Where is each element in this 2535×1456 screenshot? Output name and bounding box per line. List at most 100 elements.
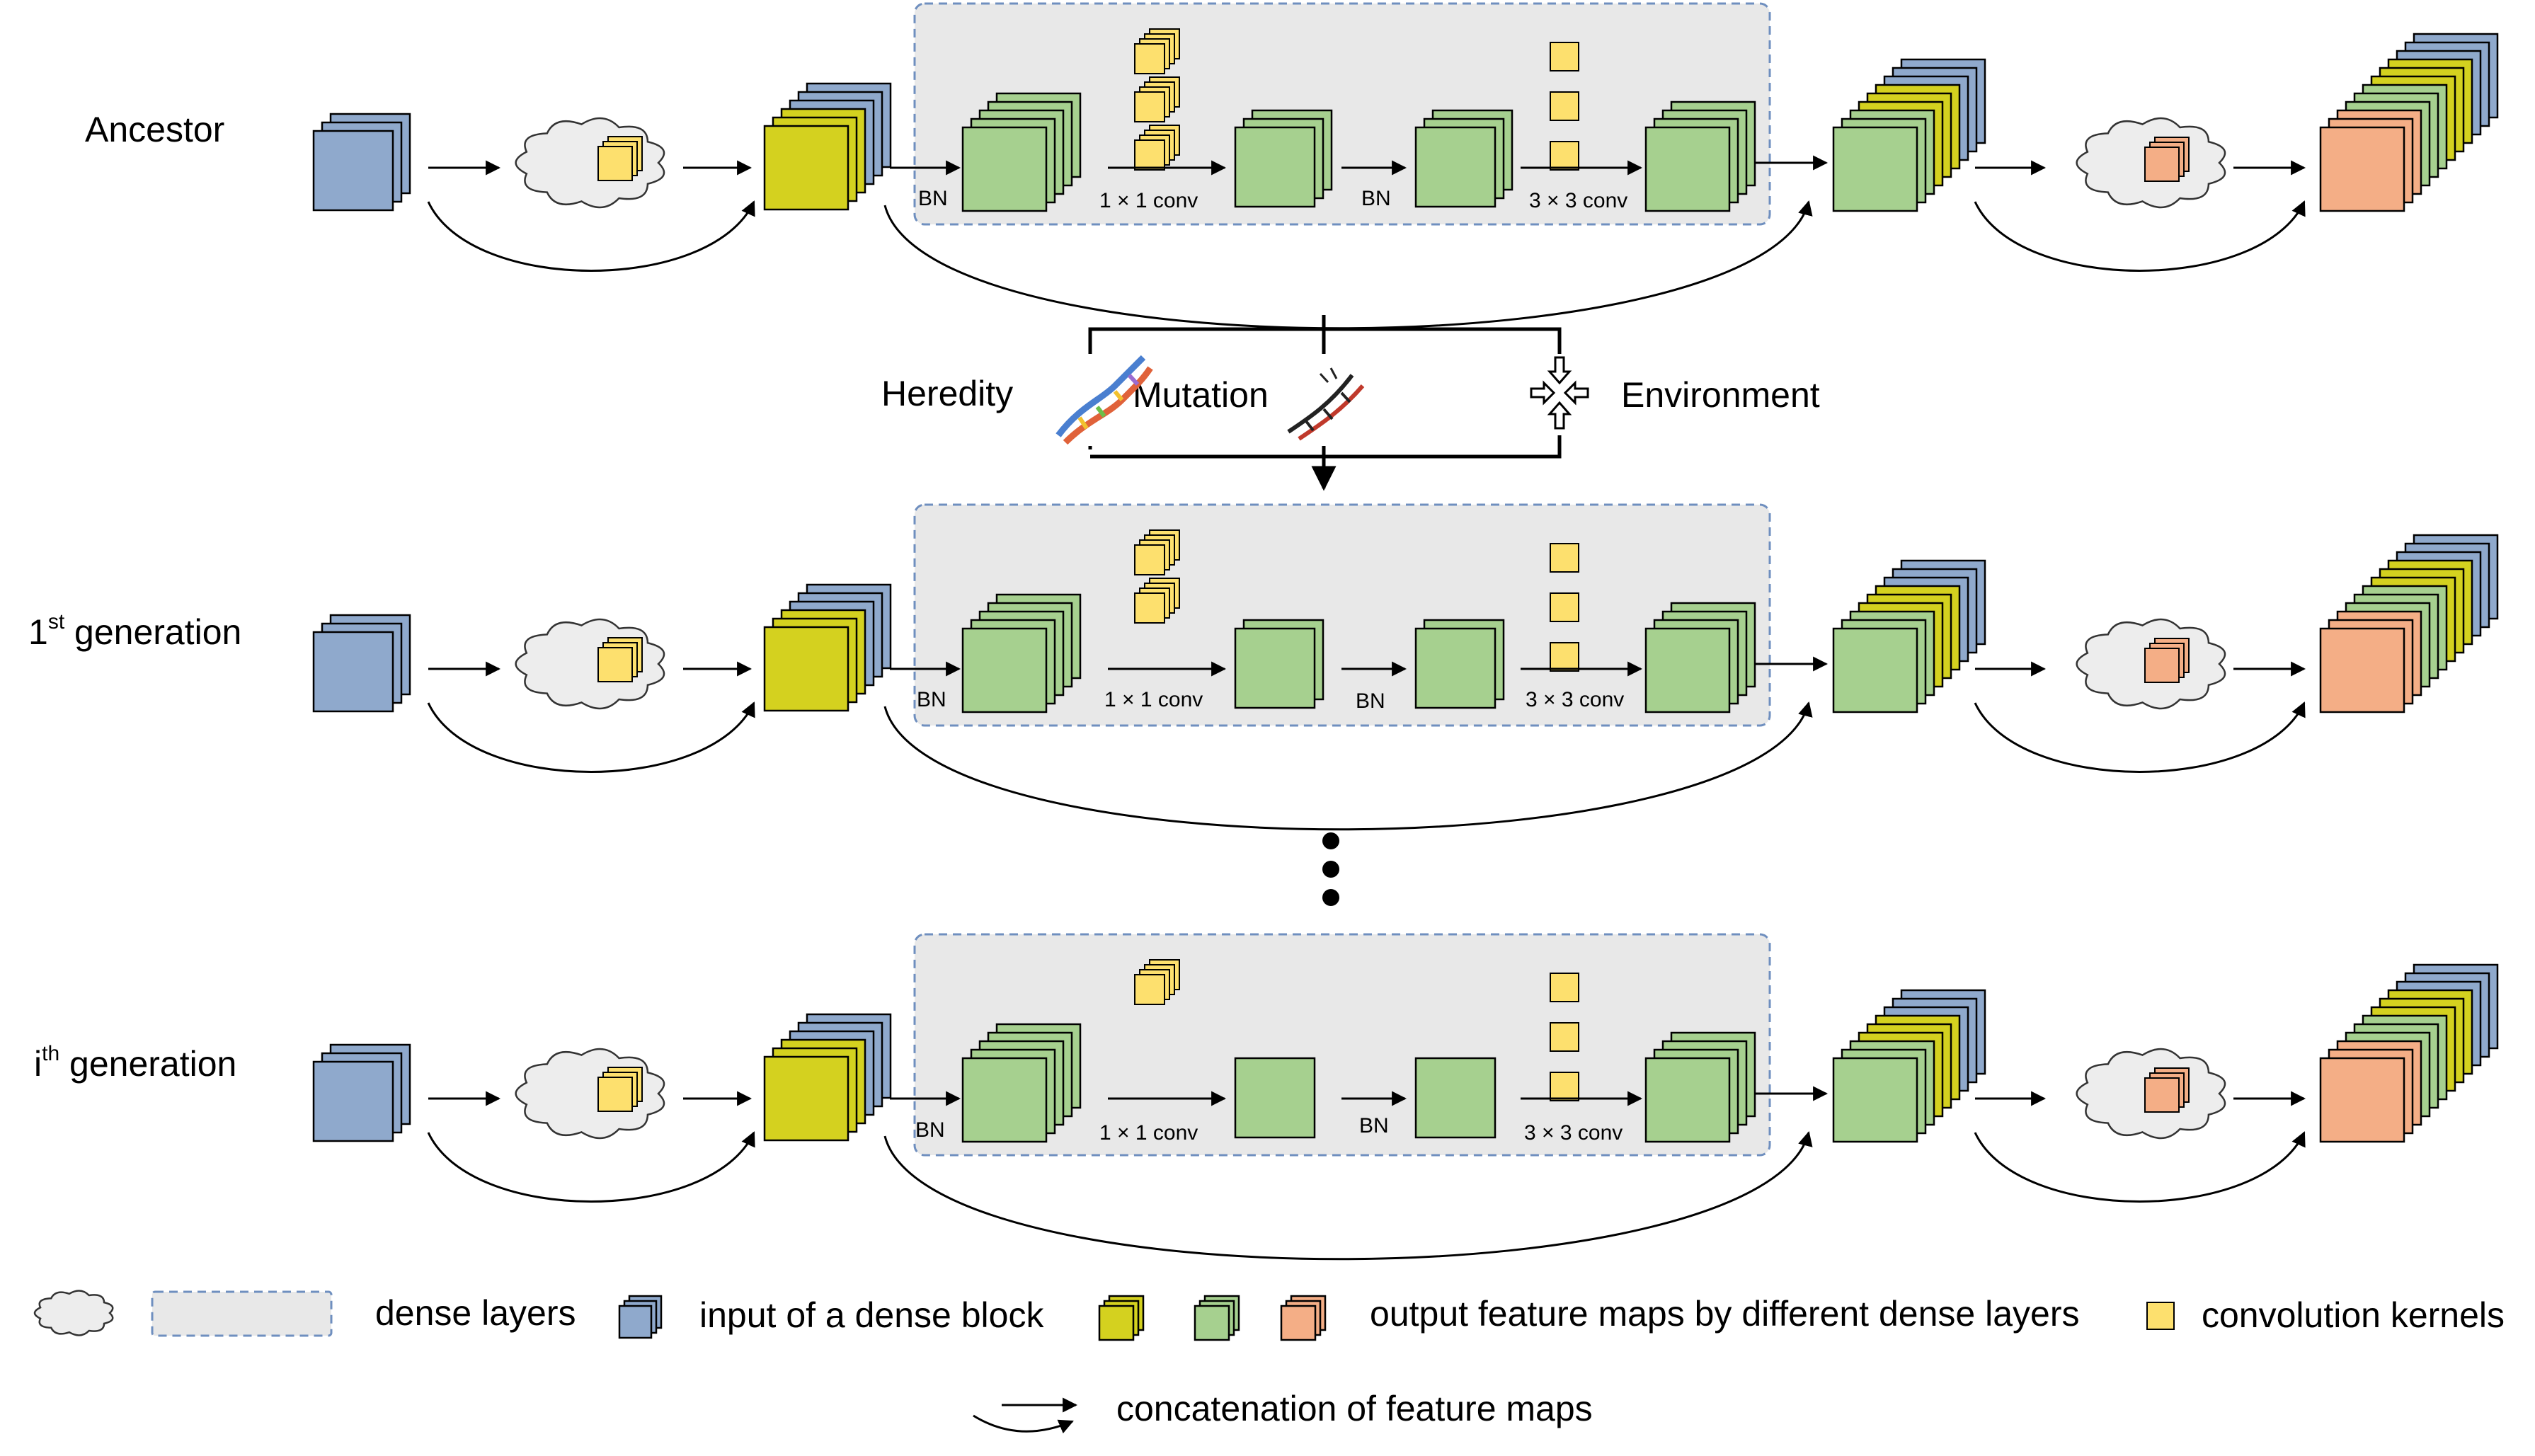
- legend-blue-squares: [618, 1295, 663, 1339]
- bn2-output-stack: [1414, 619, 1505, 709]
- feature-map-square: [1832, 126, 1918, 212]
- kernel-square: [1134, 544, 1165, 575]
- feature-map-square: [961, 627, 1048, 713]
- final-output-stack: [2319, 534, 2499, 713]
- feature-map-square: [1644, 126, 1731, 212]
- bn-label: BN: [917, 688, 946, 711]
- feature-map-square: [1234, 627, 1316, 709]
- concat-arrow: [1974, 701, 2306, 773]
- feature-map-square: [1098, 1305, 1135, 1341]
- feature-map-square: [1644, 627, 1731, 713]
- feature-map-square: [2319, 627, 2405, 713]
- legend-orange-stack-icon: [1280, 1295, 1327, 1341]
- bn-label: BN: [915, 1118, 945, 1142]
- row-label-ith-tail: generation: [59, 1044, 236, 1084]
- legend-input-stack-icon: [618, 1295, 663, 1339]
- row-label-first-sup: st: [48, 610, 65, 634]
- conv-1x1-label: 1 × 1 conv: [1104, 688, 1203, 711]
- kernel-square: [597, 647, 633, 682]
- block-input-stack: [763, 1013, 892, 1142]
- bn2-output-stack: [1414, 109, 1513, 208]
- conv1-kernel-stack: [1134, 959, 1180, 1005]
- row-2-op-labels: BN 1 × 1 conv BN 3 × 3 conv: [915, 1114, 1623, 1145]
- legend-input-block: input of a dense block: [699, 1295, 1044, 1335]
- legend-dense-layers: dense layers: [375, 1293, 576, 1333]
- row-label-first-number: 1: [28, 612, 48, 652]
- generation-rows: [312, 2, 2499, 1261]
- block-output-stack: [1832, 559, 1986, 713]
- row-label-ith-generation: ith generation: [34, 1042, 236, 1084]
- conv-1x1-label: 1 × 1 conv: [1099, 189, 1198, 212]
- final-output-stack: [2319, 963, 2499, 1143]
- legend-orange-squares: [1280, 1295, 1327, 1341]
- conv3-kernel-square: [1550, 973, 1579, 1002]
- conv1-output-stack: [1234, 619, 1324, 709]
- feature-map-square: [763, 1055, 849, 1142]
- cloud-kernel-stack-yellow: [597, 637, 643, 682]
- feature-map-square: [312, 631, 394, 713]
- bn-label: BN: [1359, 1114, 1389, 1137]
- mutation-label: Mutation: [1133, 375, 1269, 415]
- conv-3x3-label: 3 × 3 conv: [1526, 688, 1624, 711]
- kernel-square: [2144, 1077, 2180, 1113]
- feature-map-square: [1234, 1057, 1316, 1139]
- concat-arrow: [883, 701, 1813, 831]
- feature-map-square: [1414, 627, 1497, 709]
- feature-map-square: [961, 126, 1048, 212]
- cloud-kernel-stack-orange: [2144, 638, 2190, 683]
- mutation-dna-icon: [1274, 354, 1373, 446]
- legend-output-maps: output feature maps by different dense l…: [1370, 1294, 2079, 1334]
- cloud-kernel-stack-yellow: [597, 136, 643, 181]
- input-blue-stack: [312, 614, 411, 713]
- bn-output-stack: [961, 92, 1082, 212]
- input-blue-stack: [312, 1043, 411, 1142]
- block-output-stack: [1832, 58, 1986, 212]
- conv3-kernel-square: [1550, 42, 1579, 71]
- conv3-output-stack: [1644, 1031, 1756, 1143]
- cloud-kernel-stack-orange: [2144, 137, 2190, 182]
- feature-map-square: [312, 130, 394, 212]
- conv-3x3-label: 3 × 3 conv: [1524, 1121, 1623, 1145]
- row-label-first-generation: 1st generation: [28, 610, 241, 652]
- kernel-square: [2144, 648, 2180, 683]
- kernel-square: [597, 146, 633, 181]
- conv1-kernel-stack: [1134, 578, 1180, 624]
- conv3-kernel-square: [1550, 592, 1579, 622]
- bn-output-stack: [961, 1023, 1082, 1143]
- block-input-stack: [763, 82, 892, 211]
- concat-arrow: [427, 1131, 755, 1203]
- cloud-kernel-stack-orange: [2144, 1067, 2190, 1113]
- generation-row-1: [312, 503, 2499, 831]
- row-label-ith-sup: th: [42, 1042, 59, 1065]
- block-output-stack: [1832, 989, 1986, 1143]
- feature-map-square: [1234, 126, 1316, 208]
- cloud-kernel-stack-yellow: [597, 1067, 643, 1112]
- cloud-shape: [33, 1290, 114, 1336]
- conv-1x1-label: 1 × 1 conv: [1099, 1121, 1198, 1145]
- conv1-output-stack: [1234, 109, 1333, 208]
- feature-map-square: [2319, 1057, 2405, 1143]
- conv-3x3-label: 3 × 3 conv: [1529, 189, 1627, 212]
- concat-arrow: [1974, 200, 2306, 272]
- feature-map-square: [1644, 1057, 1731, 1143]
- kernel-square: [2144, 147, 2180, 182]
- environment-label: Environment: [1621, 375, 1820, 415]
- conv1-output-stack: [1234, 1057, 1316, 1139]
- concat-arrow: [883, 1130, 1813, 1261]
- row-1-op-labels: BN 1 × 1 conv BN 3 × 3 conv: [917, 688, 1624, 713]
- legend-green-squares: [1194, 1295, 1240, 1341]
- block-input-stack: [763, 583, 892, 712]
- conv1-kernel-stack: [1134, 76, 1180, 122]
- dna-icon: [1055, 355, 1153, 445]
- row-label-ancestor: Ancestor: [85, 110, 224, 149]
- conv1-kernel-stack: [1134, 529, 1180, 575]
- generation-row-2: [312, 933, 2499, 1261]
- kernel-square: [1134, 43, 1165, 74]
- conv1-kernel-stack: [1134, 125, 1180, 171]
- bn-label: BN: [918, 187, 948, 210]
- feature-map-square: [618, 1305, 653, 1339]
- legend-kernel-icon: [2146, 1302, 2175, 1330]
- bn2-output-stack: [1414, 1057, 1497, 1139]
- feature-map-square: [1832, 1057, 1918, 1143]
- bn-output-stack: [961, 593, 1082, 713]
